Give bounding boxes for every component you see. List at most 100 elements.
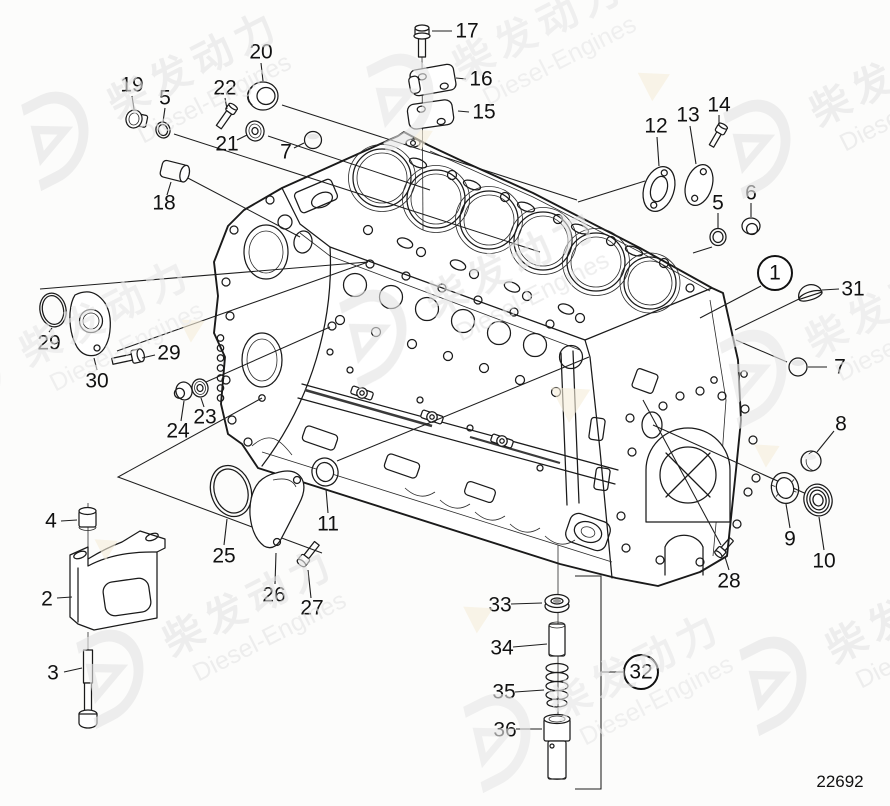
callout-number: 33 — [488, 594, 511, 617]
callout-number: 4 — [45, 510, 57, 533]
part-cover-15 — [406, 99, 455, 130]
callout-leader-line — [457, 110, 470, 113]
callout-number: 26 — [262, 584, 285, 607]
callout-number: 8 — [835, 413, 847, 436]
part-bolt-29 — [111, 348, 146, 365]
callout-16[interactable]: 16 — [455, 68, 493, 91]
callout-29[interactable]: 29 — [37, 327, 61, 355]
part-seal-11 — [311, 457, 339, 487]
part-oring-29 — [39, 292, 67, 328]
callout-13[interactable]: 13 — [676, 104, 700, 165]
callout-28[interactable]: 28 — [717, 556, 741, 593]
callout-18[interactable]: 18 — [152, 181, 176, 215]
callout-number: 7 — [280, 141, 292, 164]
callout-number: 16 — [469, 68, 492, 91]
callout-20[interactable]: 20 — [249, 41, 273, 82]
callout-33[interactable]: 33 — [488, 594, 543, 617]
deck-holes — [362, 157, 695, 324]
callout-number: 6 — [745, 182, 757, 205]
callout-22[interactable]: 22 — [213, 77, 237, 110]
callout-leader-line — [180, 400, 185, 422]
part-stud-3 — [78, 649, 98, 729]
callout-1[interactable]: 1 — [699, 255, 793, 319]
callout-number: 29 — [37, 332, 60, 355]
callout-8[interactable]: 8 — [816, 413, 847, 453]
callout-leader-line — [63, 667, 83, 673]
callout-3[interactable]: 3 — [47, 662, 83, 685]
part-plug-7b — [788, 357, 808, 377]
callout-number: 14 — [707, 94, 731, 117]
watermark-en-text: Diesel-Engines — [478, 10, 641, 111]
brand-logo-icon — [61, 622, 163, 723]
watermark-cn-text: 柴发动力 — [799, 240, 890, 366]
callout-leader-line — [818, 516, 825, 551]
callout-5[interactable]: 5 — [712, 192, 724, 230]
callout-number: 23 — [193, 406, 216, 429]
part-spring-35 — [545, 662, 569, 708]
callout-23[interactable]: 23 — [193, 397, 217, 429]
callout-leader-line — [455, 77, 467, 80]
callout-27[interactable]: 27 — [300, 569, 324, 620]
callout-number: 18 — [152, 192, 175, 215]
part-bearing-cap-2 — [69, 530, 166, 631]
callout-number: 15 — [472, 101, 495, 124]
callout-7[interactable]: 7 — [808, 356, 846, 379]
part-plug-18 — [159, 159, 191, 183]
callout-10[interactable]: 10 — [812, 516, 836, 573]
callout-leader-line — [816, 430, 835, 453]
callout-leader-line — [223, 518, 228, 546]
group-32-bracket — [575, 575, 602, 790]
callout-leader-line — [510, 602, 543, 605]
callout-number: 30 — [85, 370, 108, 393]
callout-4[interactable]: 4 — [45, 510, 78, 533]
callout-14[interactable]: 14 — [707, 94, 731, 127]
part-screw-27 — [296, 540, 320, 568]
callout-31[interactable]: 31 — [821, 278, 865, 301]
callout-leader-line — [512, 643, 548, 648]
callout-number: 31 — [841, 278, 864, 301]
brand-logo-icon — [724, 629, 826, 730]
callout-25[interactable]: 25 — [212, 518, 236, 568]
callout-26[interactable]: 26 — [262, 552, 286, 607]
callout-35[interactable]: 35 — [492, 681, 545, 704]
callout-number: 19 — [120, 74, 143, 97]
callout-number: 7 — [834, 356, 846, 379]
part-bracket-16 — [408, 63, 457, 97]
callout-number: 1 — [769, 262, 781, 285]
callout-34[interactable]: 34 — [490, 637, 548, 660]
callout-5[interactable]: 5 — [159, 87, 171, 123]
part-oring-25 — [209, 464, 253, 518]
callout-11[interactable]: 11 — [317, 488, 339, 536]
callout-number: 21 — [215, 133, 238, 156]
part-cover-26 — [249, 470, 305, 549]
callout-30[interactable]: 30 — [85, 357, 109, 393]
callout-29[interactable]: 29 — [141, 342, 181, 365]
callout-2[interactable]: 2 — [41, 588, 73, 611]
callout-17[interactable]: 17 — [432, 20, 479, 43]
callout-9[interactable]: 9 — [784, 503, 796, 551]
callout-leader-line — [724, 556, 730, 571]
callout-6[interactable]: 6 — [745, 182, 757, 218]
part-plug-24 — [173, 381, 193, 401]
callout-leader-line — [274, 552, 277, 585]
part-washer-23 — [191, 378, 209, 398]
callout-19[interactable]: 19 — [120, 74, 144, 110]
callout-7[interactable]: 7 — [280, 141, 305, 164]
callout-15[interactable]: 15 — [457, 101, 496, 124]
side-face — [261, 259, 619, 563]
callout-leader-line — [689, 125, 697, 165]
callout-21[interactable]: 21 — [215, 133, 248, 156]
callout-36[interactable]: 36 — [493, 719, 542, 742]
brand-logo-icon — [6, 84, 108, 185]
callout-leader-line — [656, 136, 660, 167]
callout-32[interactable]: 32 — [602, 654, 659, 690]
callout-12[interactable]: 12 — [644, 115, 668, 167]
callout-number: 35 — [492, 681, 515, 704]
part-washer-21 — [245, 120, 265, 142]
part-gasket-12 — [642, 166, 676, 212]
part-cover-30 — [69, 291, 111, 357]
callout-number: 34 — [490, 637, 514, 660]
callout-24[interactable]: 24 — [166, 400, 190, 443]
front-face — [216, 178, 339, 467]
